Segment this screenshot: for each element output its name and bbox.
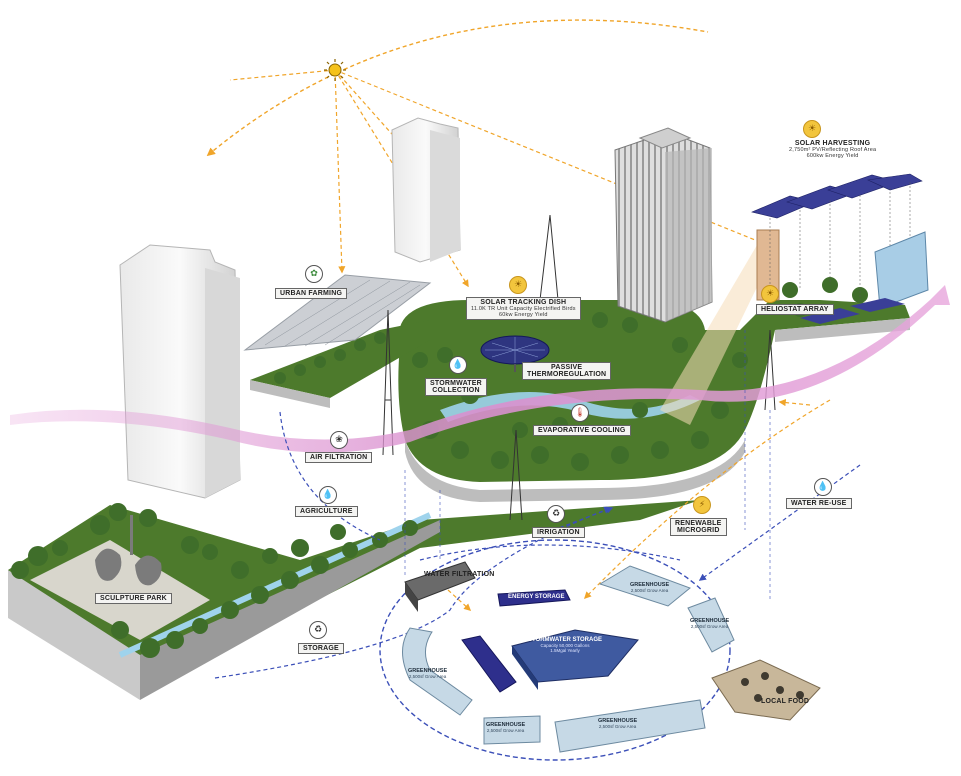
building-center-tall <box>391 117 461 263</box>
agriculture-icon: 💧 <box>319 486 337 504</box>
storage-icon: ♻ <box>309 621 327 639</box>
renewable-microgrid-icon: ⚡ <box>693 496 711 514</box>
air-filtration-icon: ❀ <box>330 431 348 449</box>
greenhouse-3-sub: 2,500sf Grow Area <box>408 674 447 679</box>
water-filtration-label: WATER FILTRATION <box>424 571 495 578</box>
energy-flow-lines <box>447 398 831 611</box>
greenhouse-4-sub: 2,500sf Grow Area <box>486 728 525 733</box>
stormwater-drop-icon: 💧 <box>449 356 467 374</box>
ground-solar-panels <box>800 298 905 324</box>
heliostat-light-beam <box>660 240 775 425</box>
water-reuse-label: WATER RE-USE <box>786 498 852 509</box>
irrigation-icon: ♻ <box>547 505 565 523</box>
energy-storage-top <box>497 589 571 607</box>
greenhouse-label-4: GREENHOUSE 2,500sf Grow Area <box>486 722 525 733</box>
renewable-line1: RENEWABLE <box>675 520 722 527</box>
agriculture-label: AGRICULTURE <box>295 506 358 517</box>
stormwater-storage-label: STORMWATER STORAGE Capacity 50,000 Gallo… <box>528 637 602 653</box>
local-food-label: LOCAL FOOD <box>761 698 810 705</box>
stormwater-storage-capacity: Capacity 50,000 Gallons <box>540 643 590 648</box>
sun-path-arc <box>206 19 709 157</box>
air-filtration-label: AIR FILTRATION <box>305 452 373 463</box>
solar-tracking-dish-label: SOLAR TRACKING DISH 11.0K TR Unit Capaci… <box>466 297 581 320</box>
thermometer-icon: 🌡 <box>571 404 589 422</box>
passive-line2: THERMOREGULATION <box>527 371 607 378</box>
greenhouse-label-3: GREENHOUSE 2,500sf Grow Area <box>408 668 447 679</box>
stormwater-collection-line2: COLLECTION <box>432 387 480 394</box>
solar-tracking-title: SOLAR TRACKING DISH <box>480 299 567 306</box>
storage-ring <box>379 539 731 761</box>
stormwater-storage-tank <box>511 629 639 690</box>
sculpture-park-label: SCULPTURE PARK <box>95 593 172 604</box>
greenhouse-label-1: GREENHOUSE 2,500sf Grow Area <box>630 582 669 593</box>
solar-harvesting-yield: 600kw Energy Yield <box>806 153 859 159</box>
vertical-dashed-guides <box>404 330 771 600</box>
greenhouse-3-title: GREENHOUSE <box>408 668 448 674</box>
solar-harvesting-area: 2,750m² PV/Reflecting Roof Area <box>789 147 877 153</box>
local-food-plot <box>711 659 821 721</box>
solar-tracking-sun-icon: ☀ <box>509 276 527 294</box>
solar-harvesting-title: SOLAR HARVESTING <box>794 140 871 147</box>
greenhouse-2-title: GREENHOUSE <box>690 618 730 624</box>
greenhouse-1-sub: 2,500sf Grow Area <box>630 588 669 593</box>
heliostat-sun-icon: ☀ <box>761 285 779 303</box>
energy-storage-left <box>461 635 517 693</box>
solar-harvesting-panels <box>751 173 923 219</box>
water-reuse-icon: 💧 <box>814 478 832 496</box>
urban-farming-icon: ✿ <box>305 265 323 283</box>
stormwater-storage-yearly: 1.5Mgal Yearly <box>550 648 580 653</box>
passive-thermoregulation-label: PASSIVE THERMOREGULATION <box>522 362 612 380</box>
stormwater-collection-line1: STORMWATER <box>430 380 482 387</box>
solar-tracking-dish <box>480 335 550 372</box>
sculptures <box>95 515 162 586</box>
water-filtration-unit <box>404 561 476 612</box>
water-flow-lines <box>214 411 861 679</box>
solar-harvesting-sun-icon: ☀ <box>803 120 821 138</box>
solar-tracking-yield: 60kw Energy Yield <box>499 312 548 318</box>
evaporative-cooling-label: EVAPORATIVE COOLING <box>533 425 631 436</box>
greenhouse-5-sub: 2,500sf Grow Area <box>598 724 637 729</box>
stormwater-collection-label: STORMWATER COLLECTION <box>425 378 487 396</box>
greenhouse-2-sub: 2,500sf Grow Area <box>690 624 729 629</box>
energy-storage-label: ENERGY STORAGE <box>508 594 565 600</box>
greenhouse-label-2: GREENHOUSE 2,500sf Grow Area <box>690 618 729 629</box>
trees <box>11 277 868 658</box>
heliostat-array-label: HELIOSTAT ARRAY <box>756 304 834 315</box>
storage-label: STORAGE <box>298 643 344 654</box>
solar-harvesting-label: SOLAR HARVESTING 2,750m² PV/Reflecting R… <box>785 139 880 160</box>
solar-tracking-capacity: 11.0K TR Unit Capacity Electrified Birds <box>471 306 576 312</box>
sun-icon <box>324 59 346 81</box>
renewable-line2: MICROGRID <box>676 527 720 534</box>
renewable-microgrid-label: RENEWABLE MICROGRID <box>670 518 727 536</box>
greenhouse-label-5: GREENHOUSE 2,500sf Grow Area <box>598 718 637 729</box>
building-striped-tower <box>614 127 713 323</box>
greenhouse-1-title: GREENHOUSE <box>630 582 670 588</box>
support-masts <box>382 214 776 521</box>
greenhouse-5-title: GREENHOUSE <box>598 718 638 724</box>
stormwater-storage-title: STORMWATER STORAGE <box>528 637 603 643</box>
building-left-tall <box>119 244 241 499</box>
irrigation-label: IRRIGATION <box>532 527 585 538</box>
greenhouse-4-title: GREENHOUSE <box>486 722 526 728</box>
greenhouse-pods <box>402 565 735 753</box>
air-flow-ribbon <box>10 285 950 453</box>
passive-line1: PASSIVE <box>551 364 583 371</box>
glass-pavilion <box>874 231 929 309</box>
urban-farming-label: URBAN FARMING <box>275 288 348 299</box>
